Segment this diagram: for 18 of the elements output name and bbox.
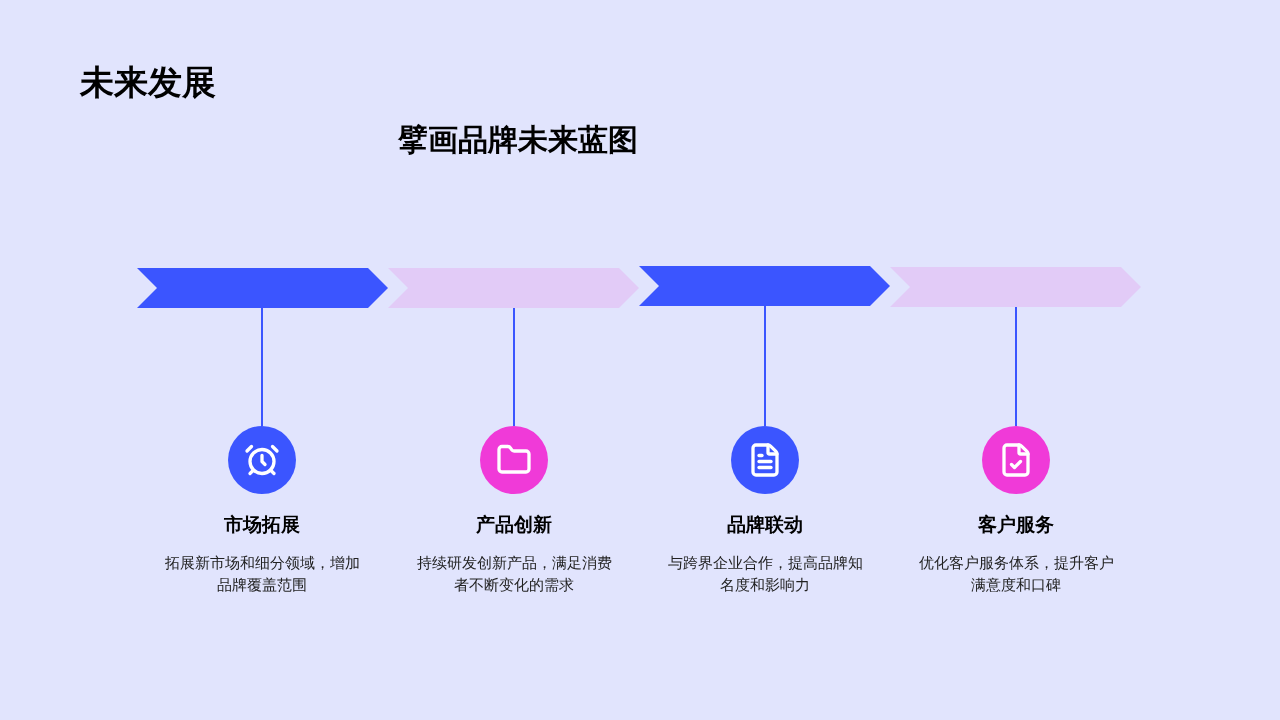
connector-line: [1015, 306, 1017, 427]
step-description: 优化客户服务体系，提升客户满意度和口碑: [917, 553, 1115, 596]
step-heading: 品牌联动: [726, 512, 804, 537]
connector-line: [513, 307, 515, 427]
step-description: 与跨界企业合作，提高品牌知名度和影响力: [666, 553, 864, 596]
step-description: 拓展新市场和细分领域，增加品牌覆盖范围: [163, 553, 361, 596]
connector-line: [764, 305, 766, 427]
chevron-shape: [639, 266, 890, 306]
step-heading: 产品创新: [475, 512, 553, 537]
chevron-shape: [388, 268, 639, 308]
step-heading: 市场拓展: [223, 512, 301, 537]
step-heading: 客户服务: [977, 512, 1055, 537]
chevron-shape: [890, 267, 1141, 307]
page-title: 未来发展: [80, 61, 216, 104]
connector-line: [261, 307, 263, 427]
chevron-shape: [137, 268, 388, 308]
subtitle: 擘画品牌未来蓝图: [397, 121, 639, 159]
step-description: 持续研发创新产品，满足消费者不断变化的需求: [415, 553, 613, 596]
